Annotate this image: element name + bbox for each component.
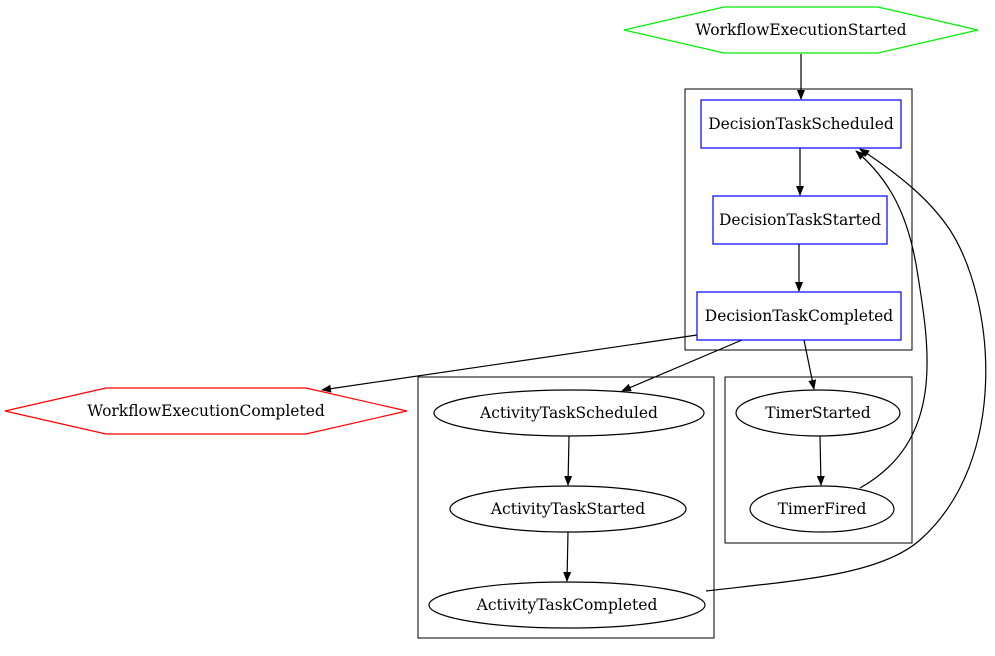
- node-label: WorkflowExecutionStarted: [695, 21, 906, 39]
- node-activity-task-started: ActivityTaskStarted: [449, 485, 687, 533]
- activity-ellipse: [428, 581, 706, 629]
- node-label: TimerStarted: [765, 404, 870, 422]
- edge-activity-started-to-activity-completed: [563, 531, 572, 582]
- node-activity-task-completed: ActivityTaskCompleted: [428, 581, 706, 629]
- node-label: ActivityTaskScheduled: [479, 404, 658, 422]
- activity-ellipse: [449, 485, 687, 533]
- node-label: DecisionTaskStarted: [719, 211, 881, 229]
- node-workflow-execution-started: WorkflowExecutionStarted: [623, 6, 979, 54]
- edges: [321, 54, 987, 592]
- edge-decision-completed-to-timer-started: [803, 339, 817, 390]
- timer-ellipse: [749, 485, 895, 533]
- start-hexagon: [623, 6, 979, 54]
- activity-ellipse: [433, 389, 705, 437]
- node-label: WorkflowExecutionCompleted: [87, 402, 325, 420]
- edge-decision-completed-to-activity-scheduled: [621, 339, 743, 392]
- node-decision-task-completed: DecisionTaskCompleted: [696, 291, 902, 341]
- decision-box: [700, 99, 902, 149]
- node-timer-started: TimerStarted: [735, 389, 901, 437]
- edge-timer-started-to-timer-fired: [816, 435, 825, 486]
- timer-ellipse: [735, 389, 901, 437]
- node-timer-fired: TimerFired: [749, 485, 895, 533]
- node-label: ActivityTaskStarted: [490, 500, 645, 518]
- node-label: DecisionTaskCompleted: [705, 307, 894, 325]
- decision-cluster: [684, 88, 913, 351]
- node-workflow-execution-completed: WorkflowExecutionCompleted: [4, 387, 408, 435]
- decision-box: [712, 195, 888, 245]
- timer-cluster: [724, 376, 913, 544]
- activity-cluster: [417, 376, 715, 639]
- node-activity-task-scheduled: ActivityTaskScheduled: [433, 389, 705, 437]
- node-decision-task-scheduled: DecisionTaskScheduled: [700, 99, 902, 149]
- edge-activity-scheduled-to-activity-started: [564, 435, 573, 486]
- node-label: DecisionTaskScheduled: [708, 115, 894, 133]
- node-label: TimerFired: [778, 500, 867, 518]
- edge-activity-completed-to-decision-scheduled: [705, 148, 987, 592]
- end-hexagon: [4, 387, 408, 435]
- edge-decision-completed-to-workflow-completed: [321, 334, 698, 393]
- node-decision-task-started: DecisionTaskStarted: [712, 195, 888, 245]
- node-label: ActivityTaskCompleted: [476, 596, 658, 614]
- edge-timer-fired-to-decision-scheduled: [855, 150, 928, 489]
- decision-box: [696, 291, 902, 341]
